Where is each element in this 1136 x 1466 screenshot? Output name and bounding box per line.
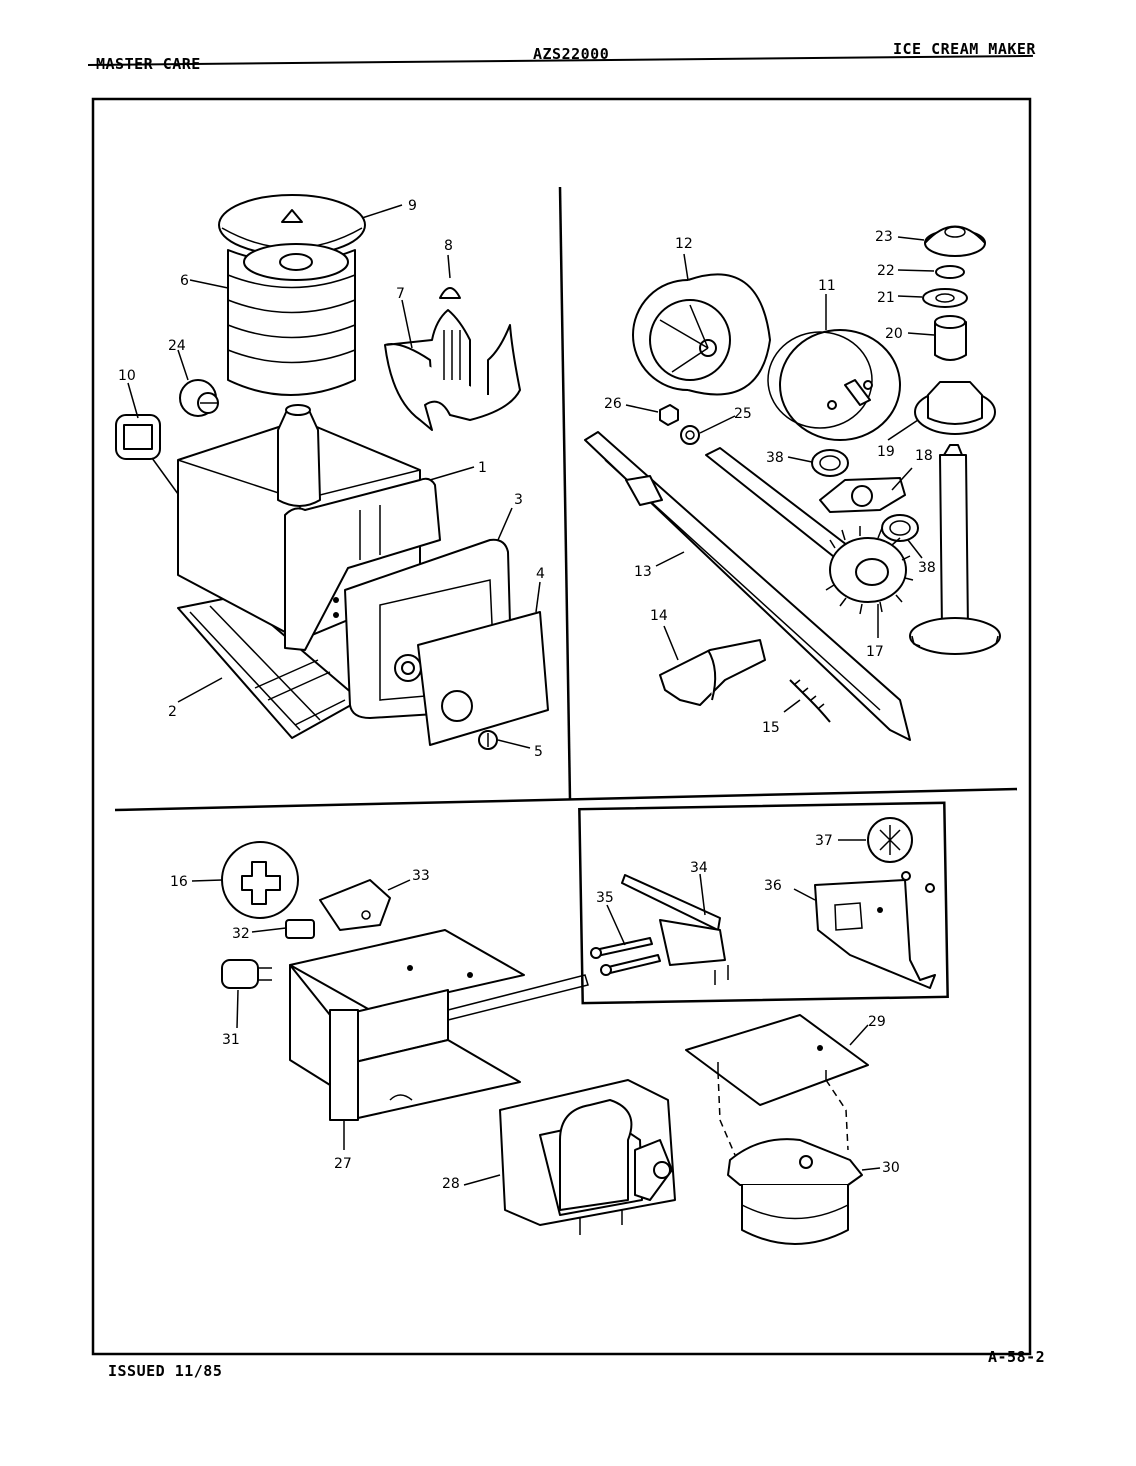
part-22-clip <box>935 265 965 279</box>
part-38-seal-upper <box>811 449 849 477</box>
callout-23: 23 <box>875 229 893 245</box>
part-36-plate <box>814 879 936 989</box>
part-33-bracket <box>319 879 391 931</box>
callout-9: 9 <box>408 198 417 214</box>
part-12-wheel <box>632 273 771 396</box>
part-34-switch <box>621 874 729 985</box>
part-29-cover <box>685 1014 869 1156</box>
part-8-knob <box>439 287 461 299</box>
part-16-knob <box>221 841 299 919</box>
part-4-panel <box>417 611 549 746</box>
callout-30: 30 <box>882 1160 900 1176</box>
callout-32: 32 <box>232 926 250 942</box>
part-31-plug <box>221 959 272 989</box>
part-14-bracket <box>659 639 766 706</box>
callout-16: 16 <box>170 874 188 890</box>
callout-35: 35 <box>596 890 614 906</box>
callout-15: 15 <box>762 720 780 736</box>
page-title: ICE CREAM MAKER <box>893 40 1036 58</box>
callout-17: 17 <box>866 644 884 660</box>
part-shaft-vertical <box>909 444 1001 655</box>
part-38-seal-lower <box>881 514 919 542</box>
callout-labels: 1 2 3 4 5 6 7 8 9 10 11 12 13 14 15 16 1… <box>118 198 936 1192</box>
callout-33: 33 <box>412 868 430 884</box>
part-32-connector <box>285 919 315 939</box>
callout-5: 5 <box>534 744 543 760</box>
part-24-fuse <box>179 379 219 417</box>
callout-3: 3 <box>514 492 523 508</box>
callout-13: 13 <box>634 564 652 580</box>
part-18-bracket <box>819 477 906 513</box>
callout-6: 6 <box>180 273 189 289</box>
callout-34: 34 <box>690 860 708 876</box>
callout-2: 2 <box>168 704 177 720</box>
part-21-washer <box>922 288 968 308</box>
part-20-bushing <box>934 315 967 361</box>
callout-20: 20 <box>885 326 903 342</box>
part-28-motor <box>499 1079 676 1235</box>
diagram-frame <box>91 97 1032 1356</box>
issued-date: ISSUED 11/85 <box>108 1362 223 1380</box>
part-23-cap <box>924 225 986 257</box>
callout-36: 36 <box>764 878 782 894</box>
page-number: A-58-2 <box>988 1348 1046 1366</box>
callout-19: 19 <box>877 444 895 460</box>
callout-29: 29 <box>868 1014 886 1030</box>
vertical-divider <box>558 186 572 801</box>
callout-10: 10 <box>118 368 136 384</box>
part-6-freezer-bowl <box>227 243 356 396</box>
part-5-screw <box>478 730 498 750</box>
callout-27: 27 <box>334 1156 352 1172</box>
part-10-switch <box>115 414 187 506</box>
part-26-nut <box>659 404 679 426</box>
part-11-gear-housing <box>767 329 901 441</box>
callout-37: 37 <box>815 833 833 849</box>
callout-8: 8 <box>444 238 453 254</box>
part-17-bevel-gear <box>825 526 914 615</box>
callout-38a: 38 <box>766 450 784 466</box>
part-19-gear <box>914 381 996 435</box>
callout-31: 31 <box>222 1032 240 1048</box>
callout-12: 12 <box>675 236 693 252</box>
callout-11: 11 <box>818 278 836 294</box>
horizontal-divider <box>114 787 1018 812</box>
part-7-dasher <box>384 309 521 431</box>
callout-26: 26 <box>604 396 622 412</box>
callout-24: 24 <box>168 338 186 354</box>
part-13-blade <box>584 431 911 741</box>
leader-lines <box>127 204 935 1186</box>
callout-1: 1 <box>478 460 487 476</box>
callout-4: 4 <box>536 566 545 582</box>
callout-14: 14 <box>650 608 668 624</box>
part-27-chassis <box>289 929 589 1121</box>
callout-7: 7 <box>396 286 405 302</box>
callout-21: 21 <box>877 290 895 306</box>
part-30-motor <box>727 1138 863 1245</box>
part-37-nut <box>867 817 935 893</box>
callout-28: 28 <box>442 1176 460 1192</box>
callout-38b: 38 <box>918 560 936 576</box>
part-1-bracket <box>284 477 441 651</box>
part-25-washer <box>680 425 700 445</box>
part-15-spring <box>789 679 831 723</box>
callout-22: 22 <box>877 263 895 279</box>
switch-detail-inset <box>578 801 949 1005</box>
callout-18: 18 <box>915 448 933 464</box>
part-35-screws <box>590 937 661 976</box>
callout-25: 25 <box>734 406 752 422</box>
